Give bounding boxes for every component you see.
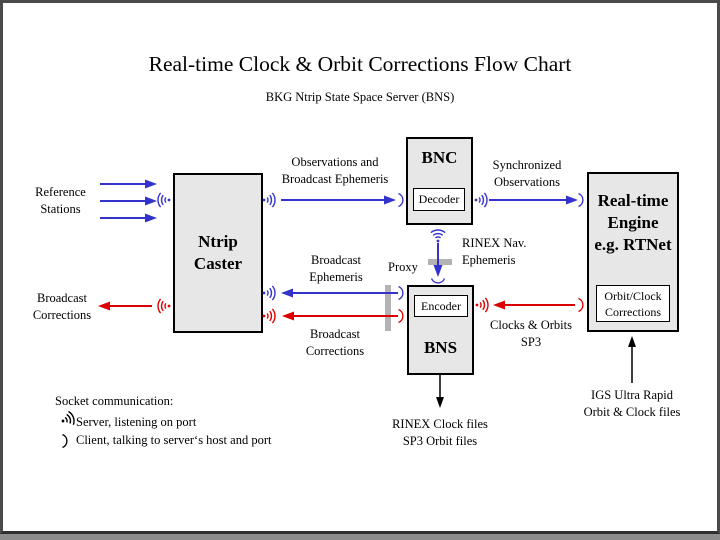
socket-client-icon [577,192,584,208]
legend-server-icon [58,409,77,429]
orbit-clock-corrections-box: Orbit/Clock Corrections [596,285,670,322]
proxy-label: Proxy [388,260,418,274]
socket-server-icon [430,229,446,244]
legend-server-text: Server, listening on port [76,415,197,429]
reference-stations-arrows [100,179,157,223]
rinex-nav-arrow [433,243,443,277]
proxy-bar-vertical [385,285,391,331]
socket-client-icon [397,308,404,324]
socket-client-icon [577,297,584,313]
broadcast-corrections-out-arrow [98,301,152,311]
socket-server-icon [261,285,276,301]
legend-heading: Socket communication: [55,394,174,408]
realtime-engine-label: Real-time Engine e.g. RTNet [594,191,672,254]
igs-input-arrow [628,336,636,383]
bnc-box: BNC Decoder [406,137,473,225]
bns-box: Encoder BNS [407,285,474,375]
broadcast-ephemeris-arrow [281,288,398,298]
socket-server-icon [261,192,276,208]
legend-client-text: Client, talking to server‘s host and por… [76,433,272,447]
socket-server-icon [157,298,172,314]
proxy-bar-horizontal [428,259,452,265]
decoder-box: Decoder [413,188,465,211]
encoder-box: Encoder [414,295,468,317]
bns-label: BNS [423,338,458,357]
broadcast-corrections-arrow [282,311,398,321]
rinex-nav-label: RINEX Nav.Ephemeris [462,236,527,267]
observations-arrow [281,195,396,205]
legend-client-icon [61,433,68,449]
ntrip-caster-label: Ntrip Caster [193,232,243,273]
synchronized-observations-arrow [489,195,578,205]
socket-server-icon [474,297,489,313]
socket-client-icon [397,285,404,301]
bnc-label: BNC [421,148,458,167]
ntrip-caster-box: Ntrip Caster [173,173,263,333]
clocks-orbits-arrow [493,300,575,310]
socket-server-icon [261,308,276,324]
rinex-clock-files-arrow [436,375,444,408]
page-title: Real-time Clock & Orbit Corrections Flow… [148,52,572,76]
socket-client-icon [397,192,404,208]
page-subtitle: BKG Ntrip State Space Server (BNS) [265,90,455,104]
socket-server-icon [473,192,488,208]
socket-client-icon [430,277,446,284]
realtime-engine-box: Real-time Engine e.g. RTNet Orbit/Clock … [587,172,679,332]
socket-server-icon [157,192,172,208]
